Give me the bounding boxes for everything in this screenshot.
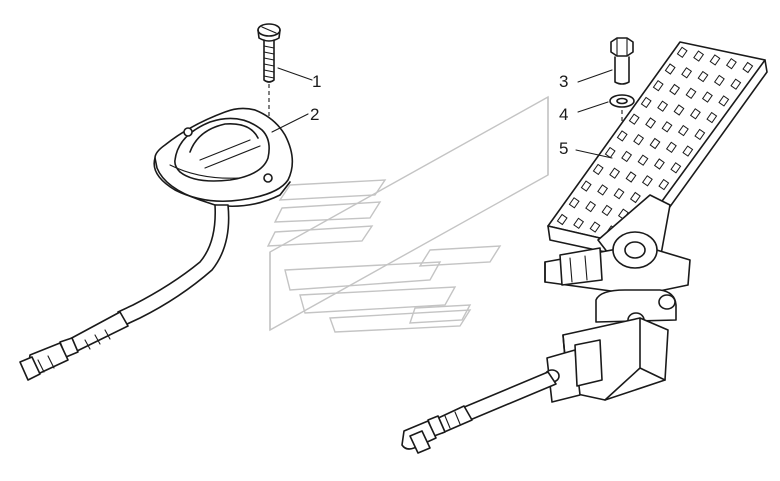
grip-cell [609, 167, 621, 179]
grip-cell [580, 180, 592, 192]
grip-cell [681, 67, 693, 79]
grip-cell [725, 58, 737, 70]
grip-cell [585, 200, 597, 213]
grip-cell [625, 171, 637, 183]
grip-cell [709, 54, 721, 66]
grip-cell [613, 188, 625, 200]
leader-4 [577, 101, 609, 113]
washer-part-4 [609, 94, 635, 108]
actuator-cable [401, 371, 557, 454]
grip-cell [694, 128, 706, 141]
grip-cell [645, 117, 657, 129]
grip-cell [689, 108, 701, 120]
callout-1: 1 [312, 72, 321, 91]
callout-3: 3 [559, 72, 568, 91]
leader-3 [577, 69, 613, 83]
leader-1 [277, 67, 313, 81]
grip-cell [621, 150, 633, 163]
grip-cell [676, 46, 688, 58]
callout-labels: 1 2 3 4 5 [310, 72, 568, 158]
callout-4: 4 [559, 105, 568, 124]
grip-cell [713, 74, 725, 87]
grip-cell [718, 95, 730, 107]
bolt-part-3 [610, 37, 634, 85]
grip-cell [653, 158, 665, 170]
grip-cell [665, 141, 677, 153]
grip-cell [616, 130, 628, 142]
sensor-cable [19, 204, 230, 381]
actuator-block [544, 317, 669, 403]
grip-cell [597, 184, 609, 196]
leader-2 [271, 113, 309, 133]
grip-cell [641, 175, 653, 187]
grip-cell [670, 162, 682, 174]
grip-cell [697, 70, 709, 83]
grip-cell [640, 96, 652, 109]
callout-2: 2 [310, 105, 319, 124]
grip-cell [693, 50, 705, 62]
watermark-logo [266, 95, 549, 333]
grip-cell [664, 63, 676, 75]
grip-cell [628, 113, 640, 125]
grip-cell [633, 134, 645, 146]
grip-cell [706, 111, 718, 124]
grip-cell [556, 213, 568, 226]
grip-cell [669, 83, 681, 96]
grip-cell [637, 154, 649, 166]
leader-5 [575, 149, 613, 159]
grip-cell [742, 61, 754, 74]
grip-cell [573, 217, 585, 229]
grip-cell [685, 87, 697, 99]
grip-cell [677, 124, 689, 137]
grip-cell [682, 145, 694, 157]
callout-5: 5 [559, 139, 568, 158]
grip-cell [657, 100, 669, 112]
grip-cell [604, 146, 616, 159]
grip-cell [568, 197, 580, 209]
grip-cell [649, 137, 661, 150]
pedal-assembly-right [401, 37, 768, 454]
grip-cell [589, 221, 601, 233]
grip-cell [661, 121, 673, 133]
grip-cell [652, 80, 664, 92]
grip-cell [701, 91, 713, 103]
grip-cell [673, 104, 685, 116]
grip-cell [629, 191, 641, 204]
sensor-assembly-left [19, 23, 294, 381]
housing-part-2 [153, 107, 294, 208]
grip-cell [601, 204, 613, 217]
screw-part-1 [257, 23, 281, 83]
grip-cell [658, 178, 670, 191]
pedal-grip-pattern [556, 46, 754, 241]
pedal-base [544, 194, 691, 328]
grip-cell [730, 78, 742, 90]
leader-lines [271, 67, 613, 159]
grip-cell [592, 163, 604, 176]
